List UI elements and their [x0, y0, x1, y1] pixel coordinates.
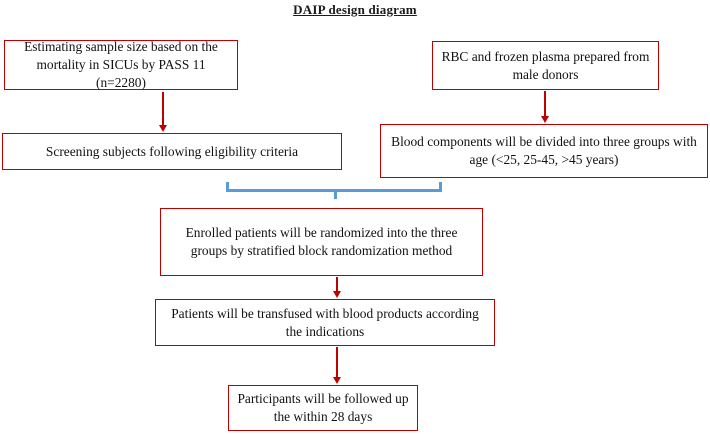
- bracket-left-stem: [226, 182, 229, 191]
- node-followup-label: Participants will be followed up the wit…: [237, 391, 409, 424]
- arrow-shaft: [336, 347, 339, 378]
- node-transfusion: Patients will be transfused with blood p…: [155, 299, 495, 346]
- node-blood-groups-label: Blood components will be divided into th…: [391, 134, 697, 167]
- diagram-title: DAIP design diagram: [293, 2, 417, 17]
- node-randomization-label: Enrolled patients will be randomized int…: [185, 225, 458, 258]
- arrow-shaft: [336, 277, 339, 292]
- node-sample-size-label: Estimating sample size based on the mort…: [24, 39, 218, 90]
- arrow-head: [332, 291, 341, 298]
- node-randomization: Enrolled patients will be randomized int…: [160, 208, 483, 276]
- arrow-head: [332, 377, 341, 384]
- arrow-head: [158, 125, 167, 132]
- node-blood-groups: Blood components will be divided into th…: [380, 124, 708, 178]
- node-rbc-plasma: RBC and frozen plasma prepared from male…: [432, 41, 659, 90]
- merge-bracket-connector: [226, 182, 442, 199]
- bracket-center-stem: [334, 189, 337, 199]
- arrow-shaft: [544, 91, 547, 117]
- node-followup: Participants will be followed up the wit…: [228, 385, 418, 431]
- arrow-shaft: [162, 92, 165, 126]
- node-sample-size: Estimating sample size based on the mort…: [4, 39, 238, 90]
- node-rbc-plasma-label: RBC and frozen plasma prepared from male…: [441, 48, 650, 82]
- node-transfusion-label: Patients will be transfused with blood p…: [171, 305, 479, 339]
- node-screening: Screening subjects following eligibility…: [2, 133, 342, 170]
- arrow-head: [540, 116, 549, 123]
- node-screening-label: Screening subjects following eligibility…: [45, 143, 299, 159]
- bracket-right-stem: [439, 182, 442, 191]
